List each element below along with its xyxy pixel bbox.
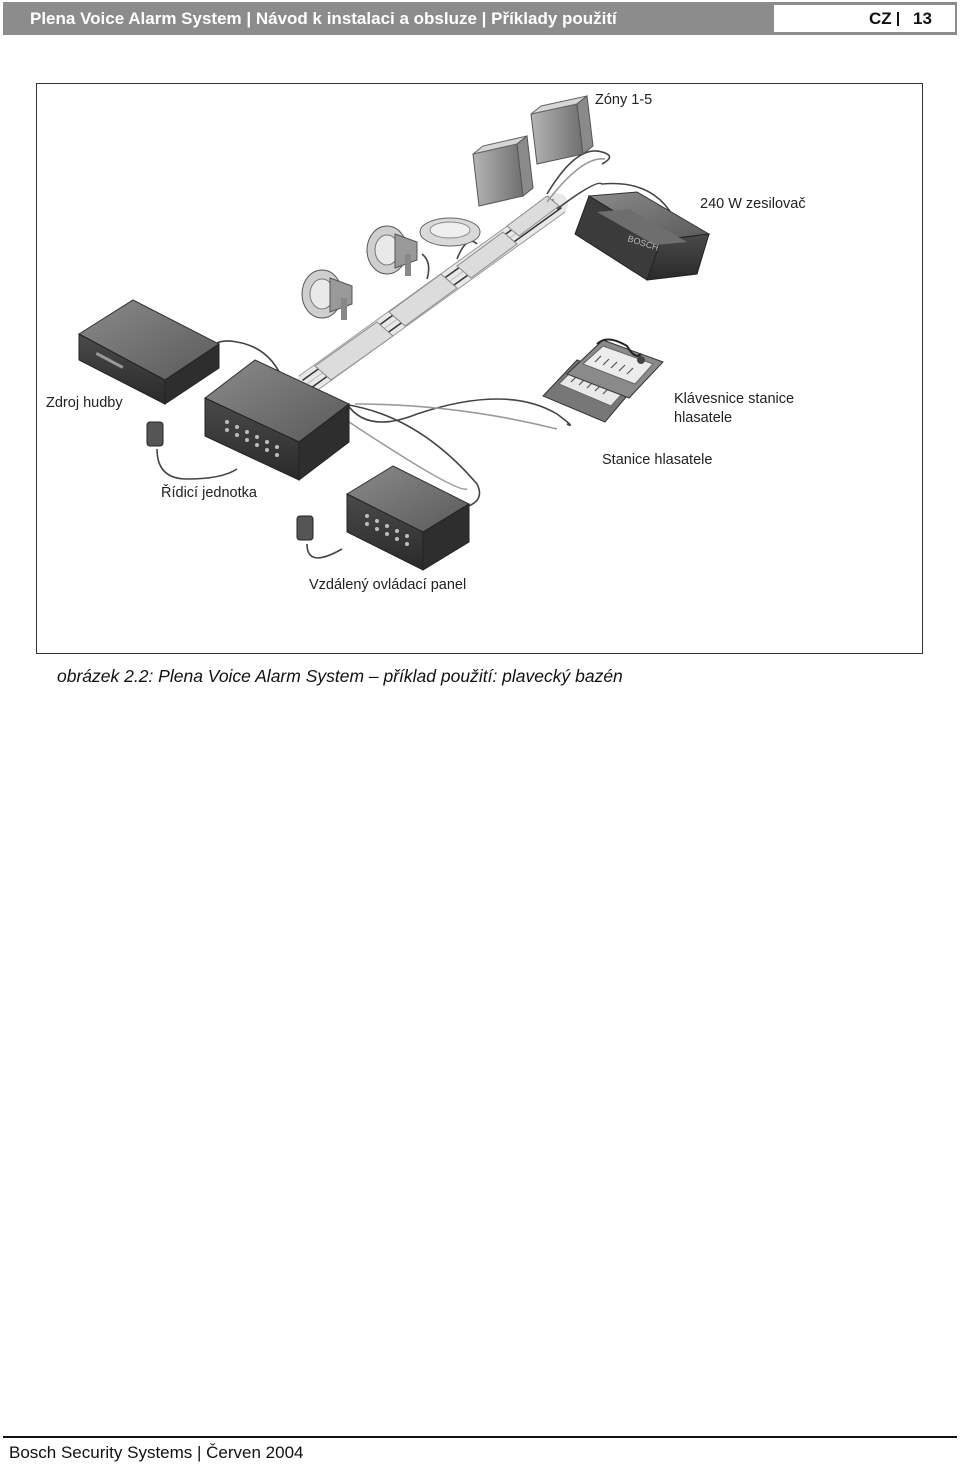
header-page-number: 13 [913, 9, 932, 28]
footer-rule [3, 1436, 957, 1438]
page-header: Plena Voice Alarm System | Návod k insta… [3, 2, 957, 35]
power-adapter-1 [146, 421, 164, 447]
system-diagram: BOSCH [36, 83, 923, 654]
label-zones: Zóny 1-5 [595, 92, 653, 108]
header-separator [897, 12, 899, 26]
label-keypad-line1: Klávesnice stanice [674, 391, 795, 407]
keypad-unit [566, 338, 664, 399]
cable-ducts [314, 195, 560, 381]
horn-speaker-1 [366, 225, 418, 276]
cables-light [336, 158, 606, 491]
header-page-box: CZ 13 [773, 4, 956, 33]
label-controller: Řídicí jednotka [161, 485, 257, 501]
power-adapter-2 [296, 515, 314, 541]
amplifier-unit: BOSCH [574, 191, 711, 281]
label-amplifier: 240 W zesilovač [700, 196, 806, 212]
figure-caption: obrázek 2.2: Plena Voice Alarm System – … [57, 666, 623, 686]
box-speaker-2 [472, 135, 534, 207]
controller-unit [204, 359, 350, 482]
header-language: CZ [869, 9, 892, 28]
diagram-illustration: BOSCH [78, 95, 711, 571]
page-footer: Bosch Security Systems | Červen 2004 [9, 1443, 304, 1462]
music-source-unit [78, 299, 220, 405]
label-call-station: Stanice hlasatele [602, 452, 713, 468]
box-speaker-1 [530, 95, 594, 165]
horn-speaker-2 [301, 269, 353, 320]
label-keypad-line2: hlasatele [674, 410, 733, 426]
ceiling-speaker [419, 217, 481, 247]
header-title: Plena Voice Alarm System | Návod k insta… [30, 9, 617, 28]
label-music-source: Zdroj hudby [46, 395, 123, 411]
remote-panel-unit [345, 465, 471, 571]
label-remote-panel: Vzdálený ovládací panel [309, 577, 467, 593]
